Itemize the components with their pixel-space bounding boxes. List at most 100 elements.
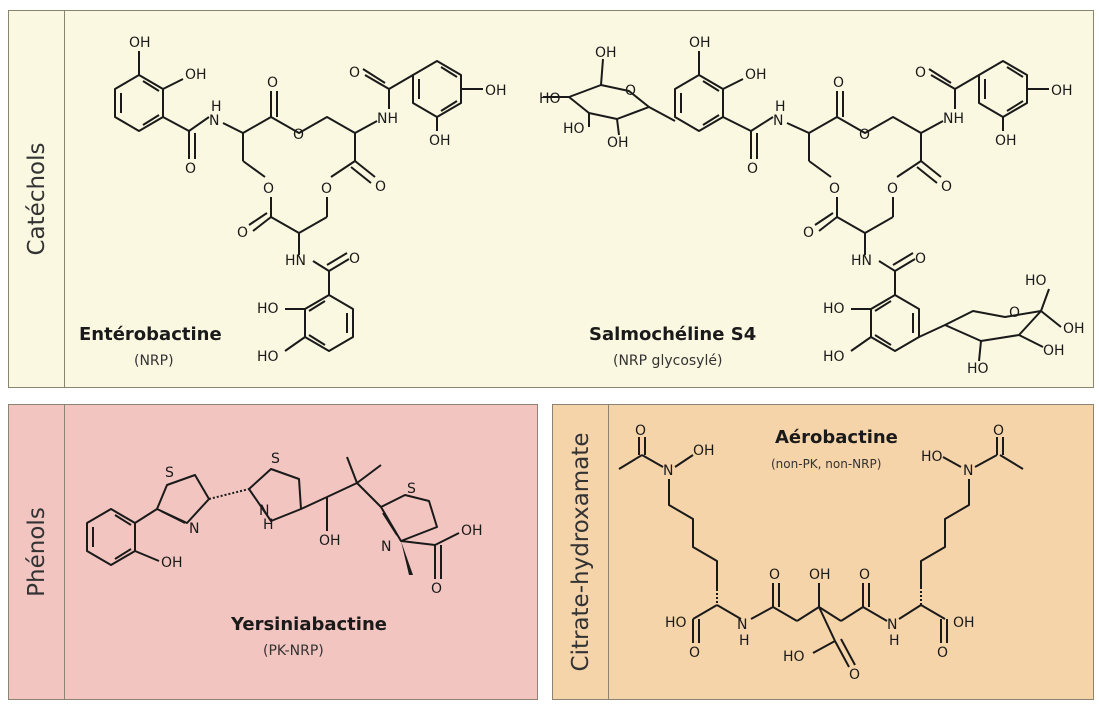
atom-n: N [189, 521, 199, 537]
atom-o: O [803, 225, 814, 241]
atom-o: O [915, 251, 926, 267]
atom-o: O [293, 127, 304, 143]
atom-o: O [1009, 305, 1020, 321]
atom-o: O [635, 423, 646, 439]
atom-n: N [259, 503, 269, 519]
atom-h: H [775, 99, 786, 115]
atom-oh: OH [129, 35, 151, 51]
aerobactin-name: Aérobactine [775, 427, 898, 448]
atom-oh: OH [995, 133, 1017, 149]
atom-o: O [833, 75, 844, 91]
atom-n: N [963, 463, 973, 479]
atom-nh: NH [943, 111, 964, 127]
salmochelin-ring-2 [978, 60, 1028, 118]
atom-o: O [689, 645, 700, 661]
atom-oh: OH [953, 615, 975, 631]
atom-ho: HO [823, 301, 845, 317]
atom-o: O [859, 567, 870, 583]
enterobactin-name: Entérobactine [79, 324, 222, 345]
yersiniabactin-structure: OH S N S H N OH S N OH O [86, 451, 483, 597]
atom-o: O [887, 181, 898, 197]
atom-oh: OH [693, 443, 715, 459]
atom-h: H [263, 517, 274, 533]
aerobactin-class: (non-PK, non-NRP) [771, 457, 882, 471]
atom-oh: OH [461, 523, 483, 539]
salmochelin-ring-1 [674, 74, 724, 132]
atom-o: O [185, 161, 196, 177]
atom-hn: HN [285, 253, 306, 269]
citrate-hydroxamate-side-bar: Citrate-hydroxamate [553, 405, 609, 699]
atom-oh: OH [1043, 343, 1065, 359]
atom-s: S [271, 451, 280, 467]
catechols-panel: Catéchols OH OH O H N O O O O O [8, 10, 1094, 388]
atom-o: O [747, 161, 758, 177]
atom-o: O [859, 127, 870, 143]
atom-o: O [941, 179, 952, 195]
atom-o: O [321, 181, 332, 197]
atom-o: O [237, 225, 248, 241]
atom-oh: OH [745, 67, 767, 83]
atom-o: O [349, 65, 360, 81]
atom-ho: HO [539, 91, 561, 107]
enterobactin-ring-2 [412, 60, 462, 118]
atom-ho: HO [967, 361, 989, 377]
atom-s: S [165, 465, 174, 481]
citrate-hydroxamate-panel: Citrate-hydroxamate O N OH HO O N H O OH [552, 404, 1094, 700]
atom-ho: HO [1025, 273, 1047, 289]
atom-n: N [663, 463, 673, 479]
atom-n: N [737, 617, 747, 633]
atom-n: N [381, 539, 391, 555]
atom-oh: OH [1063, 321, 1085, 337]
salmochelin-ring-3 [870, 294, 920, 352]
salmochelin-name: Salmochéline S4 [589, 324, 757, 345]
salmochelin-class: (NRP glycosylé) [613, 353, 723, 369]
salmochelin-sugar-2 [944, 310, 1042, 342]
atom-h: H [889, 633, 900, 649]
salmochelin-sugar-1 [568, 84, 650, 120]
atom-ho: HO [783, 649, 805, 665]
atom-oh: OH [1051, 83, 1073, 99]
atom-oh: OH [485, 83, 507, 99]
atom-n: N [887, 617, 897, 633]
atom-h: H [739, 633, 750, 649]
atom-o: O [263, 181, 274, 197]
atom-oh: OH [161, 555, 183, 571]
atom-o: O [849, 667, 860, 683]
enterobactin-structure: OH OH O H N O O O O O O NH [114, 35, 507, 365]
yersiniabactin-class: (PK-NRP) [263, 643, 324, 659]
atom-ho: HO [563, 121, 585, 137]
atom-oh: OH [607, 135, 629, 151]
atom-o: O [915, 65, 926, 81]
atom-o: O [937, 645, 948, 661]
atom-n: N [773, 113, 783, 129]
phenols-panel: Phénols OH S N S H N OH S N [8, 404, 538, 700]
methyl-wedge [401, 541, 413, 575]
atom-oh: OH [689, 35, 711, 51]
aerobactin-structure: O N OH HO O N H O OH HO O O [618, 423, 1024, 683]
salmochelin-structure: O OH HO HO OH OH OH O H N O O O [539, 35, 1085, 377]
atom-o: O [375, 179, 386, 195]
atom-oh: OH [809, 567, 831, 583]
atom-o: O [769, 567, 780, 583]
atom-oh: OH [319, 533, 341, 549]
atom-o: O [267, 75, 278, 91]
atom-nh: NH [377, 111, 398, 127]
atom-ho: HO [823, 349, 845, 365]
catechols-side-bar: Catéchols [9, 11, 65, 387]
atom-h: H [211, 99, 222, 115]
phenols-side-bar: Phénols [9, 405, 65, 699]
enterobactin-class: (NRP) [134, 353, 174, 369]
atom-o: O [431, 581, 442, 597]
atom-ho: HO [257, 349, 279, 365]
yersiniabactin-name: Yersiniabactine [231, 614, 387, 635]
yersiniabactin-phenol-ring [86, 508, 136, 566]
atom-ho: HO [665, 615, 687, 631]
atom-oh: OH [595, 45, 617, 61]
atom-oh: OH [429, 133, 451, 149]
atom-s: S [407, 481, 416, 497]
atom-o: O [993, 423, 1004, 439]
atom-o: O [625, 83, 636, 99]
atom-oh: OH [185, 67, 207, 83]
atom-ho: HO [257, 301, 279, 317]
atom-o: O [349, 251, 360, 267]
